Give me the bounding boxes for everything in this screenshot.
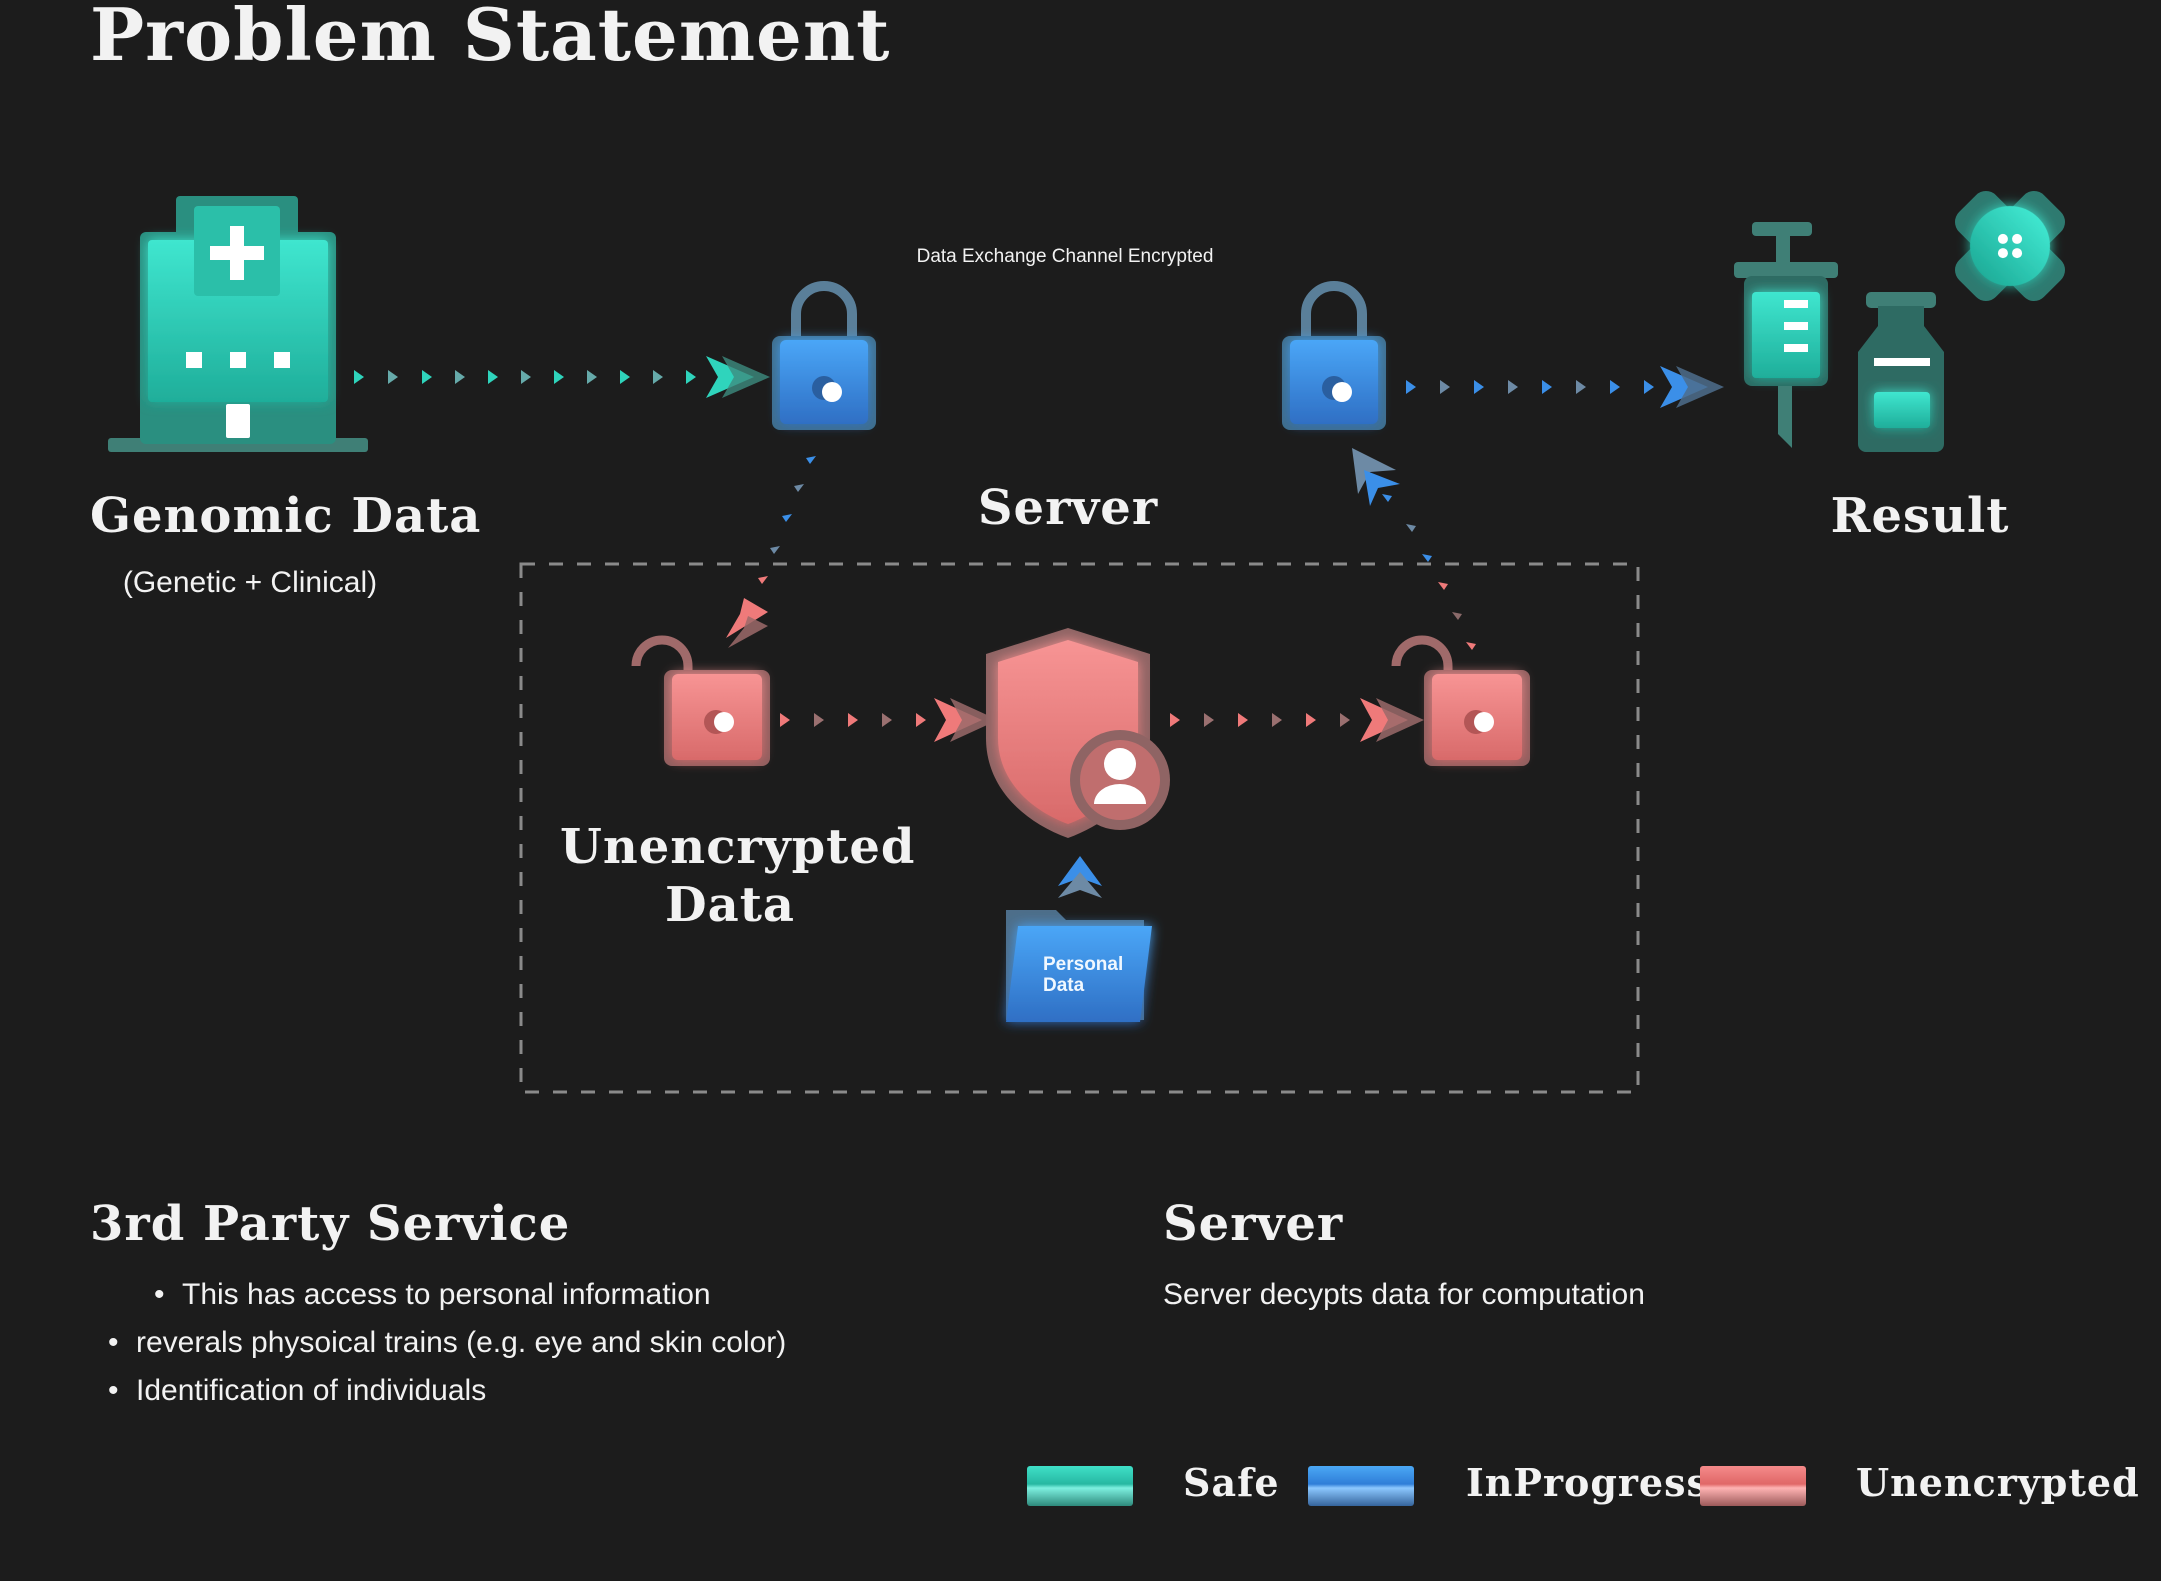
list-item: Identification of individuals (108, 1374, 486, 1408)
server-boundary-box (519, 562, 1640, 1094)
folder-label: Personal Data (1043, 954, 1124, 996)
encrypt-flow-arrows (1352, 448, 1476, 650)
inprogress-flow-arrows (1406, 366, 1724, 408)
page-title: Problem Statement (90, 0, 891, 77)
legend-label-safe: Safe (1183, 1460, 1280, 1505)
bandage-icon (1954, 190, 2066, 302)
list-item: This has access to personal information (154, 1278, 711, 1312)
lock-open-icon (1391, 635, 1530, 766)
decrypt-flow-arrows (726, 456, 816, 648)
folder-icon (1006, 910, 1152, 1022)
lock-open-icon (631, 635, 770, 766)
syringe-icon (1734, 222, 1838, 448)
lock-closed-icon (772, 281, 876, 430)
safe-flow-arrows (354, 356, 770, 398)
third-party-heading: 3rd Party Service (90, 1196, 571, 1252)
genomic-data-label: Genomic Data (90, 488, 482, 544)
result-label: Result (1830, 488, 2010, 544)
channel-label: Data Exchange Channel Encrypted (916, 246, 1214, 267)
shield-user-icon (986, 628, 1170, 838)
genomic-data-sublabel: (Genetic + Clinical) (122, 566, 378, 599)
legend-swatch-inprogress (1308, 1466, 1414, 1506)
hospital-icon (108, 196, 368, 452)
legend-label-inprogress: InProgress (1466, 1460, 1709, 1505)
legend-swatch-unencrypted (1700, 1466, 1806, 1506)
legend-swatch-safe (1027, 1466, 1133, 1506)
server-heading: Server (1163, 1196, 1344, 1252)
list-item: reverals physoical trains (e.g. eye and … (108, 1326, 786, 1360)
unencrypted-flow-arrows (780, 698, 998, 742)
server-label: Server (977, 480, 1159, 536)
unencrypted-data-label: Unencrypted Data (560, 819, 916, 933)
legend-label-unencrypted: Unencrypted (1856, 1460, 2140, 1505)
vial-icon (1858, 292, 1944, 452)
server-description: Server decypts data for computation (1163, 1278, 1645, 1311)
unencrypted-flow-arrows (1170, 698, 1424, 742)
upload-arrow-icon (1058, 856, 1102, 898)
lock-closed-icon (1282, 281, 1386, 430)
